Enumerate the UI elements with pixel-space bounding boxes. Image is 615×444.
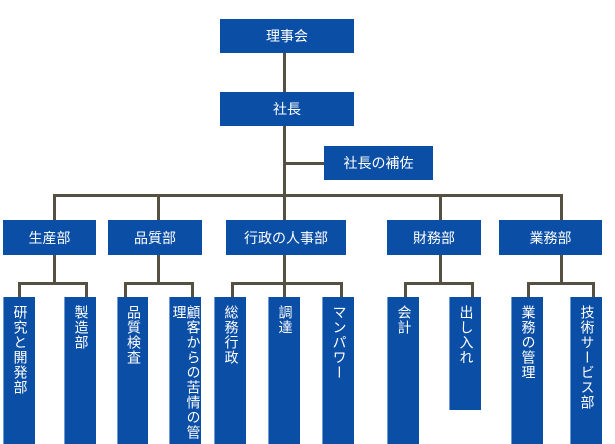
connector-board-president <box>283 53 286 92</box>
connector-assistant <box>283 162 324 165</box>
connector-sub-1-horizontal <box>18 282 88 285</box>
connector-sub-4-horizontal <box>404 282 474 285</box>
connector-dept-4 <box>439 194 442 220</box>
unit-label: 調達 <box>276 305 293 335</box>
connector-sub-4-a <box>404 282 407 297</box>
connector-dept-5 <box>560 194 563 220</box>
connector-sub-5-stem <box>560 255 563 283</box>
unit-box[interactable]: 研究と開発部 <box>3 297 35 444</box>
assistant-label: 社長の補佐 <box>343 156 414 172</box>
department-box[interactable]: 業務部 <box>499 220 602 255</box>
connector-sub-2-a <box>124 282 127 297</box>
department-label: 業務部 <box>529 230 572 247</box>
connector-dept-3 <box>283 194 286 220</box>
connector-sub-5-a <box>527 282 530 297</box>
unit-label: 業務の管理 <box>519 305 536 380</box>
connector-dept-horizontal <box>53 194 563 197</box>
president-label: 社長 <box>273 102 301 118</box>
unit-label: マンパワー <box>330 305 347 380</box>
department-box[interactable]: 品質部 <box>108 220 202 255</box>
connector-sub-3-stem <box>283 255 286 297</box>
connector-sub-5-horizontal <box>527 282 595 285</box>
unit-label: 品質検査 <box>125 305 141 365</box>
assistant-box[interactable]: 社長の補佐 <box>324 146 433 180</box>
connector-sub-3-horizontal <box>231 282 343 285</box>
connector-sub-4-stem <box>439 255 442 283</box>
unit-box[interactable]: 製造部 <box>64 297 96 444</box>
president-box[interactable]: 社長 <box>220 92 354 126</box>
department-label: 品質部 <box>134 230 176 247</box>
connector-dept-1 <box>53 194 56 220</box>
unit-box[interactable]: 調達 <box>268 297 300 444</box>
connector-sub-1-stem <box>53 255 56 283</box>
unit-label: 製造部 <box>72 305 89 350</box>
connector-dept-2 <box>157 194 160 220</box>
connector-sub-4-b <box>471 282 474 297</box>
unit-box[interactable]: 技術サービス部 <box>570 297 602 444</box>
unit-box[interactable]: 会計 <box>387 297 419 444</box>
connector-sub-1-b <box>85 282 88 297</box>
connector-sub-2-b <box>191 282 194 297</box>
unit-label: 顧客からの苦情の管理 <box>170 305 201 440</box>
unit-label: 会計 <box>395 305 412 335</box>
department-box[interactable]: 行政の人事部 <box>226 220 346 255</box>
connector-sub-3-a <box>231 282 234 297</box>
unit-box[interactable]: 品質検査 <box>117 297 148 444</box>
department-label: 行政の人事部 <box>244 230 328 247</box>
unit-box[interactable]: 顧客からの苦情の管理 <box>169 297 201 444</box>
unit-label: 総務行政 <box>222 305 239 365</box>
unit-box[interactable]: 総務行政 <box>214 297 246 444</box>
unit-label: 研究と開発部 <box>11 305 28 395</box>
connector-sub-3-c <box>340 282 343 297</box>
unit-label: 技術サービス部 <box>578 305 595 410</box>
department-label: 財務部 <box>413 230 455 247</box>
connector-president-trunk <box>283 126 286 196</box>
unit-label: 出し入れ <box>457 305 474 365</box>
unit-box[interactable]: マンパワー <box>322 297 354 444</box>
connector-sub-5-b <box>592 282 595 297</box>
board-label: 理事会 <box>266 29 308 45</box>
department-box[interactable]: 生産部 <box>3 220 96 255</box>
unit-box[interactable]: 業務の管理 <box>511 297 543 444</box>
department-box[interactable]: 財務部 <box>387 220 481 255</box>
connector-sub-1-a <box>18 282 21 297</box>
unit-box[interactable]: 出し入れ <box>449 297 481 410</box>
connector-sub-2-stem <box>157 255 160 283</box>
department-label: 生産部 <box>28 230 71 247</box>
connector-sub-2-horizontal <box>124 282 194 285</box>
board-box[interactable]: 理事会 <box>220 19 354 53</box>
